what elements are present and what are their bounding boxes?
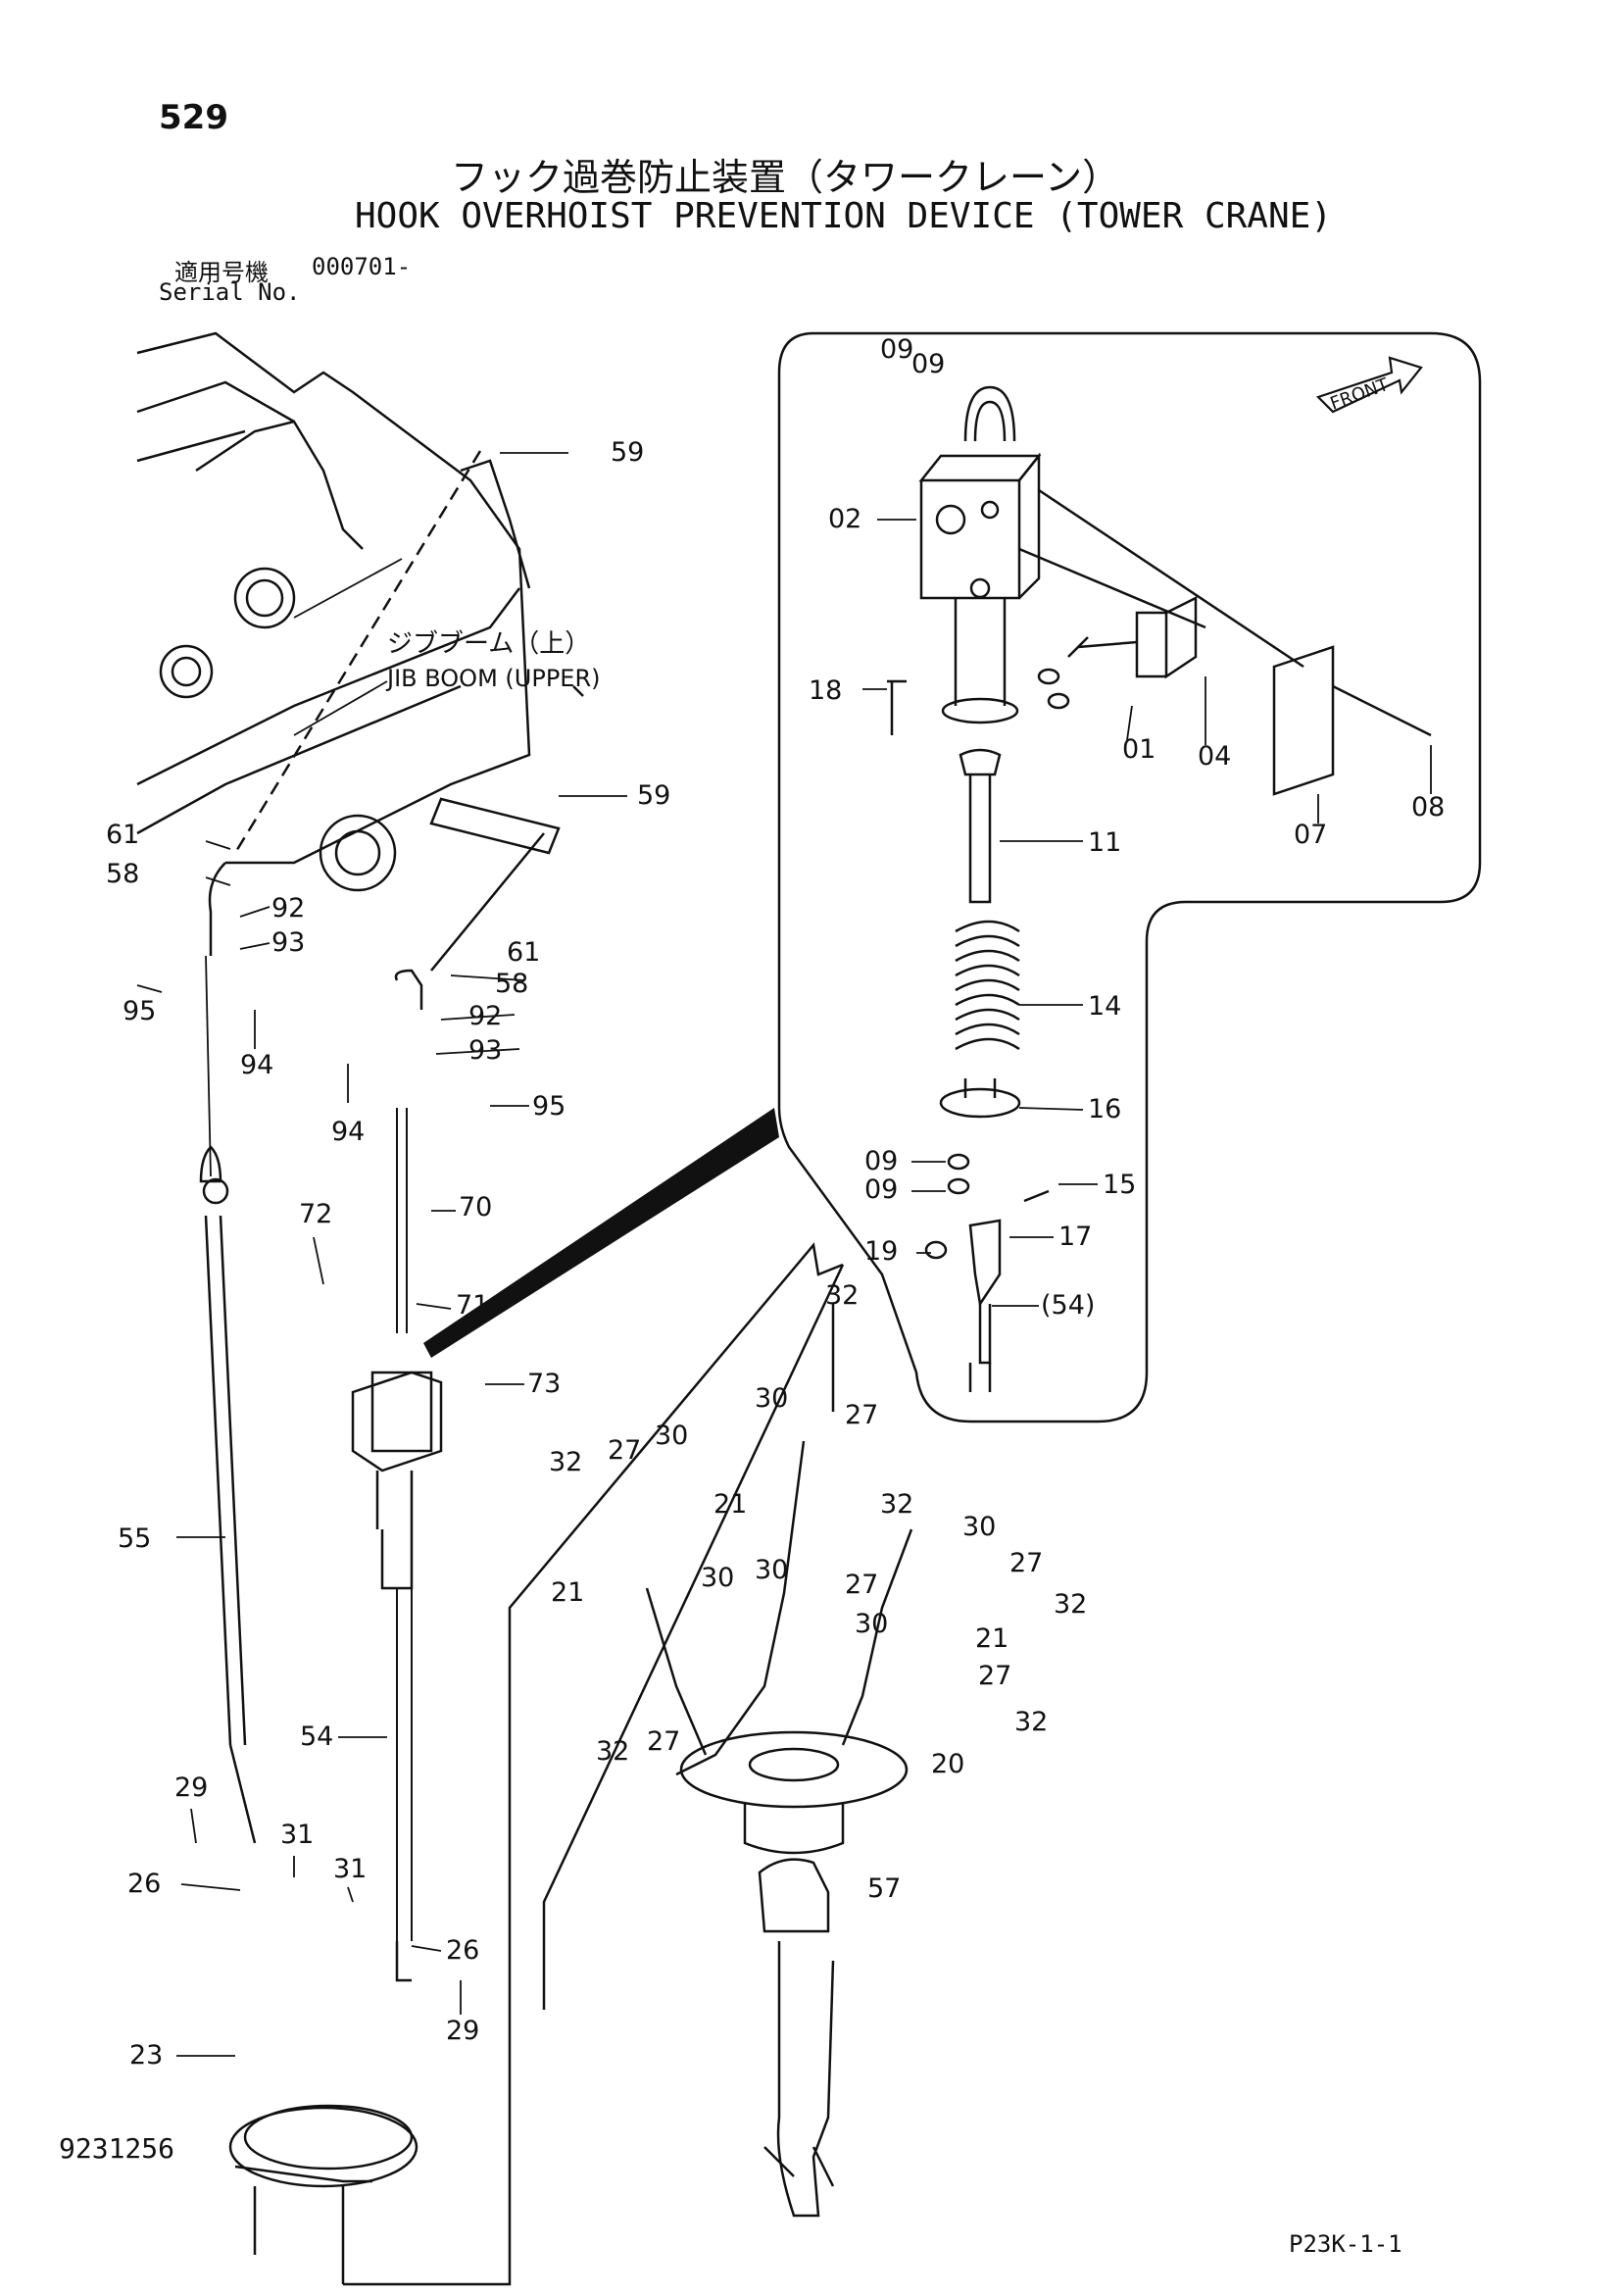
part-label-23-b: 21 xyxy=(551,1577,584,1608)
part-label-18: 17 xyxy=(1058,1222,1092,1252)
part-label-20: 20 xyxy=(931,1749,964,1779)
part-label-27-e: 27 xyxy=(978,1661,1011,1691)
part-label-27-d: 27 xyxy=(1009,1548,1043,1578)
front-arrow: FRONT xyxy=(1315,356,1423,415)
part-label-27-f: 27 xyxy=(647,1726,680,1757)
part-label-71: 71 xyxy=(456,1290,489,1321)
part-label-73: 73 xyxy=(527,1369,561,1399)
part-label-92: 92 xyxy=(271,893,305,923)
part-label-32-c: 32 xyxy=(880,1489,913,1520)
sheet-code: P23K-1-1 xyxy=(1289,2230,1402,2258)
part-labels: 59 59 61 58 92 93 95 94 61 58 92 93 94 9… xyxy=(106,334,1445,2071)
part-label-94-b: 94 xyxy=(331,1117,365,1147)
detail-inset-frame xyxy=(777,331,1482,1423)
title-english: HOOK OVERHOIST PREVENTION DEVICE (TOWER … xyxy=(355,196,1332,236)
part-label-32-f: 32 xyxy=(596,1736,629,1767)
part-label-09-d: 09 xyxy=(864,1174,898,1205)
jib-boom-outline xyxy=(136,331,584,892)
part-label-70: 70 xyxy=(459,1192,492,1223)
part-label-30-f: 30 xyxy=(855,1609,888,1639)
part-label-27-b: 27 xyxy=(608,1435,641,1466)
part-label-27-c: 27 xyxy=(845,1570,878,1600)
part-label-59-b: 61 xyxy=(507,937,540,968)
front-label: FRONT xyxy=(1328,374,1393,415)
part-label-29-b: 29 xyxy=(446,2016,479,2046)
part-label-27-a: 27 xyxy=(845,1400,878,1430)
part-label-55: 55 xyxy=(118,1523,151,1554)
part-label-58: 59 xyxy=(611,437,644,468)
part-label-95-b: 95 xyxy=(532,1091,566,1122)
part-label-31: 31 xyxy=(280,1820,314,1850)
part-label-23-c: 21 xyxy=(975,1623,1008,1654)
left-assembly xyxy=(199,450,845,2286)
leader-lines xyxy=(136,452,1432,2057)
page-number: 529 xyxy=(159,98,228,137)
part-label-59: 61 xyxy=(106,820,139,850)
part-label-30-a: 30 xyxy=(755,1383,788,1414)
jib-label-japanese: ジブブーム（上） xyxy=(387,629,590,659)
part-label-32-a: 32 xyxy=(825,1280,859,1311)
part-label-17: 18 xyxy=(809,675,842,706)
right-assembly xyxy=(645,1304,913,2218)
part-label-02: 02 xyxy=(828,504,861,534)
part-label-09-b: 09 xyxy=(911,349,945,379)
title-japanese: フック過巻防止装置（タワークレーン） xyxy=(451,156,1120,199)
part-label-26-b: 26 xyxy=(446,1935,479,1966)
part-label-57: 58 xyxy=(106,859,139,889)
part-label-29: 29 xyxy=(174,1772,208,1803)
part-label-58-lower: 59 xyxy=(637,780,670,811)
serial-label-english: Serial No. xyxy=(159,278,301,306)
part-label-23-a: 21 xyxy=(713,1489,747,1520)
part-label-32-d: 32 xyxy=(1054,1589,1087,1620)
part-label-15: 15 xyxy=(1103,1170,1136,1200)
part-label-16: 16 xyxy=(1088,1094,1121,1124)
part-label-07: 07 xyxy=(1294,820,1327,850)
part-label-14: 14 xyxy=(1088,991,1121,1022)
part-label-95: 95 xyxy=(123,996,156,1026)
part-label-04: 04 xyxy=(1198,741,1231,772)
part-label-57-b: 58 xyxy=(495,969,528,999)
part-label-30-b: 30 xyxy=(655,1421,688,1451)
serial-label-japanese: 適用号機 xyxy=(174,259,269,286)
detail-components xyxy=(887,385,1432,1392)
drawing-number: 9231256 xyxy=(59,2132,175,2165)
part-label-19: 19 xyxy=(864,1236,898,1267)
part-label-32-e: 32 xyxy=(1014,1707,1048,1737)
part-label-31-b: 31 xyxy=(333,1854,367,1884)
jib-label-english: JIB BOOM (UPPER) xyxy=(385,665,601,692)
part-label-30-d: 30 xyxy=(755,1555,788,1585)
part-label-30-e: 30 xyxy=(701,1563,734,1593)
part-label-09-c: 09 xyxy=(864,1146,898,1176)
part-label-93: 93 xyxy=(271,927,305,958)
part-label-54-paren: (54) xyxy=(1041,1290,1095,1321)
part-label-32-b: 32 xyxy=(549,1447,582,1477)
part-label-26: 26 xyxy=(127,1869,161,1899)
part-label-11: 11 xyxy=(1088,827,1121,858)
part-label-09-a: 09 xyxy=(880,334,913,365)
detail-pointer-wedge xyxy=(423,1108,779,1358)
serial-value: 000701- xyxy=(312,253,412,280)
part-label-54: 54 xyxy=(300,1722,333,1752)
part-label-21: 23 xyxy=(129,2040,163,2071)
part-label-61: 57 xyxy=(867,1873,901,1904)
part-label-94: 94 xyxy=(240,1050,273,1080)
part-label-72: 72 xyxy=(299,1199,332,1229)
part-label-08: 08 xyxy=(1411,792,1445,823)
part-label-30-c: 30 xyxy=(962,1512,996,1542)
